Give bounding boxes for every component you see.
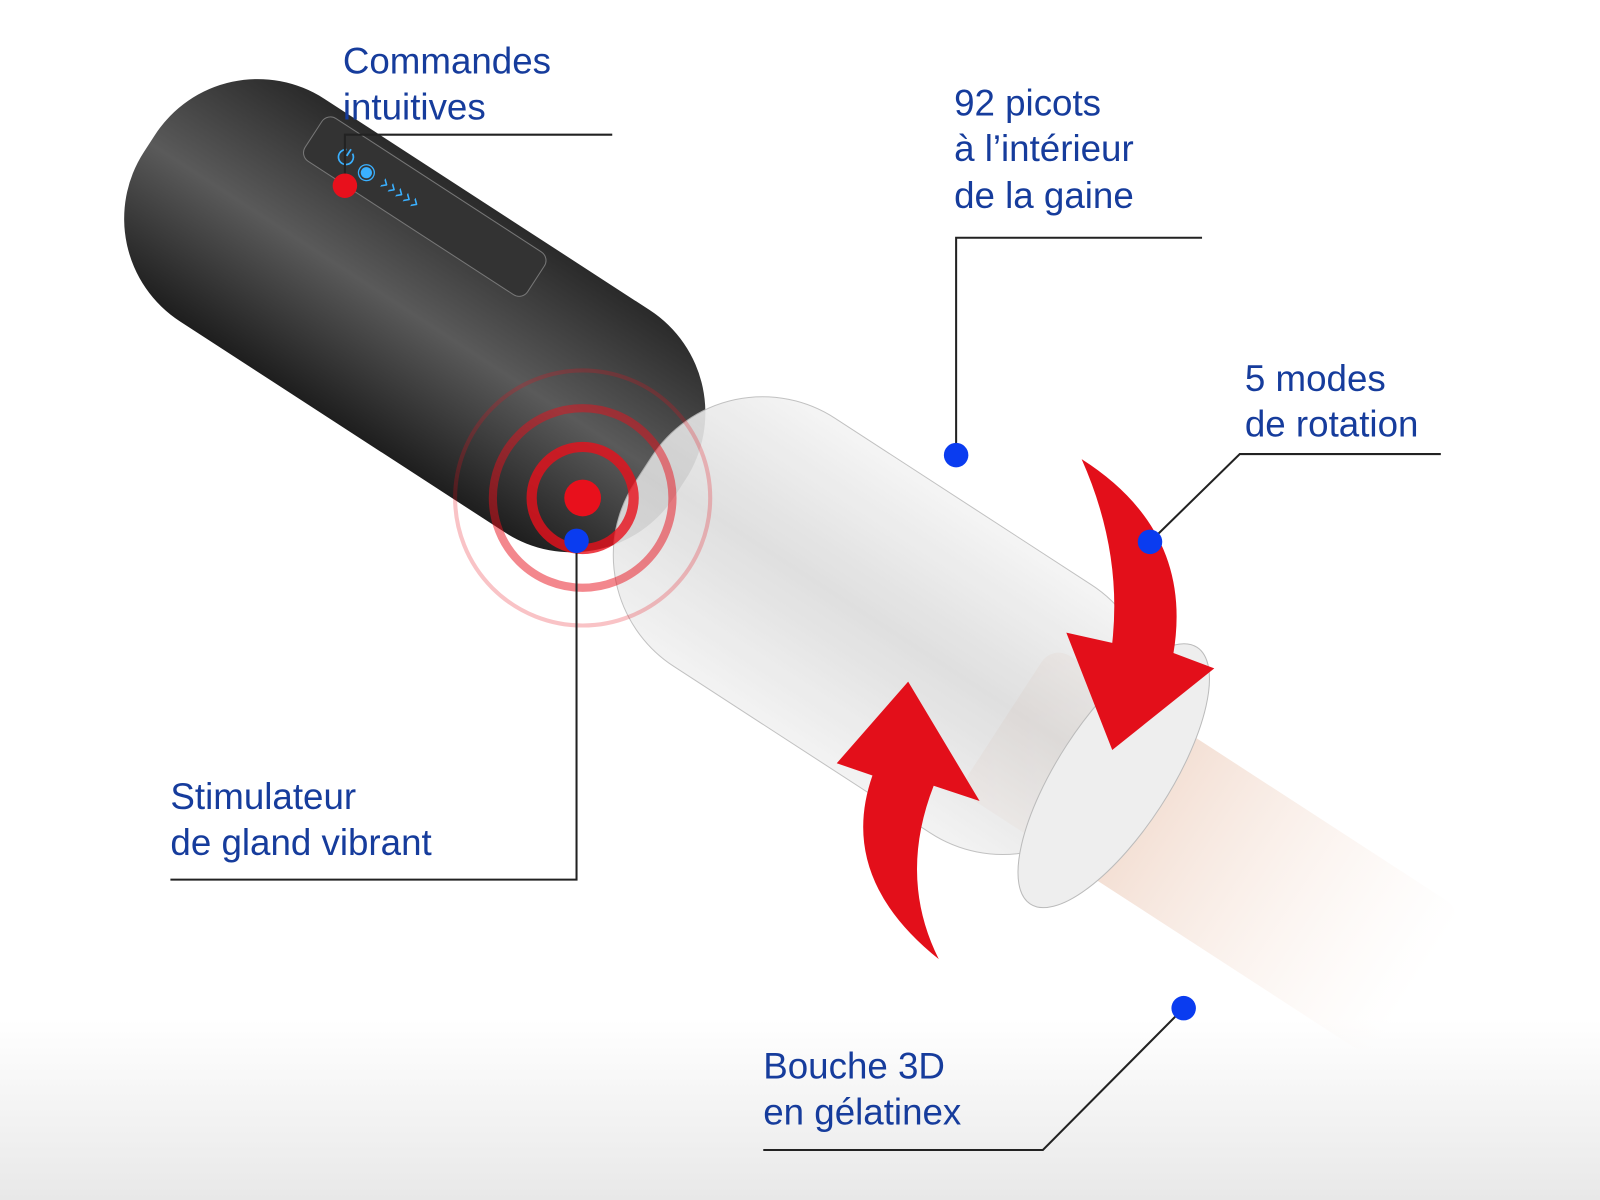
leader-line-nubs xyxy=(955,236,1203,456)
label-stimulator-2: de gland vibrant xyxy=(170,822,431,863)
label-controls-2: intuitives xyxy=(343,86,486,127)
label-controls-1: Commandes xyxy=(343,40,551,81)
marker-controls xyxy=(332,173,358,198)
device-body xyxy=(124,79,706,553)
label-nubs-3: de la gaine xyxy=(954,175,1134,216)
label-mouth-1: Bouche 3D xyxy=(763,1046,945,1087)
rotation-arrows xyxy=(836,459,1215,960)
marker-rotation xyxy=(1137,529,1163,555)
label-nubs-1: 92 picots xyxy=(954,82,1101,123)
label-mouth-2: en gélatinex xyxy=(763,1091,961,1132)
marker-mouth xyxy=(1171,995,1196,1021)
leader-line-mouth xyxy=(763,1007,1185,1152)
label-rotation-1: 5 modes xyxy=(1245,358,1386,399)
label-rotation-2: de rotation xyxy=(1245,404,1419,445)
leader-line-rotation xyxy=(1149,453,1441,543)
marker-nubs xyxy=(943,442,969,468)
marker-stimulator xyxy=(564,528,589,554)
device-illustration: ⏻ ◉ ››››› xyxy=(124,79,1456,1050)
label-stimulator-1: Stimulateur xyxy=(170,776,356,817)
leader-line-controls xyxy=(343,133,613,186)
label-nubs-2: à l’intérieur xyxy=(954,128,1134,169)
leader-line-stimulator xyxy=(170,540,578,881)
control-panel xyxy=(303,116,547,297)
vibration-rings xyxy=(453,368,713,628)
